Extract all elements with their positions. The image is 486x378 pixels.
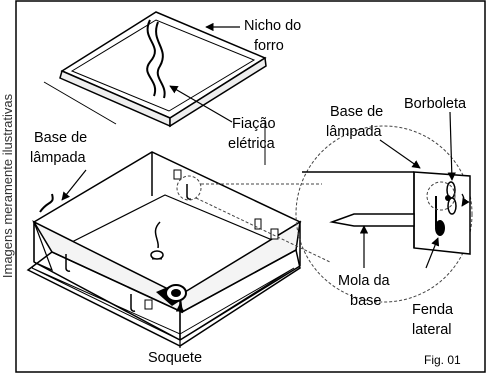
figure-frame xyxy=(15,0,486,373)
ceiling-niche-panel xyxy=(59,11,267,128)
leader-butterfly xyxy=(447,111,456,181)
lamp-base-box xyxy=(26,151,302,347)
figure-label: Fig. 01 xyxy=(424,353,461,367)
side-caption: Imagens meramente ilustrativas xyxy=(0,93,15,278)
label-detail-base-line2: lâmpada xyxy=(326,124,383,140)
leader-slot xyxy=(425,237,440,269)
label-slot-line2: lateral xyxy=(412,322,452,338)
label-lamp-base-line1: Base de xyxy=(34,130,87,146)
leader-lamp-base-detail xyxy=(379,139,421,169)
leader-lamp-base xyxy=(61,169,87,201)
socket-icon xyxy=(156,284,187,306)
label-detail-base-line1: Base de xyxy=(330,104,383,120)
label-butterfly: Borboleta xyxy=(404,96,467,112)
label-spring-line1: Mola da xyxy=(338,273,391,289)
label-wiring-line1: Fiação xyxy=(232,116,276,132)
leader-wiring xyxy=(169,85,233,123)
label-spring-line2: base xyxy=(350,293,381,309)
detail-circle xyxy=(295,125,473,303)
label-niche-line2: forro xyxy=(254,38,284,54)
label-niche-line1: Nicho do xyxy=(244,18,301,34)
detail-view xyxy=(302,171,471,255)
label-lamp-base-line2: lâmpada xyxy=(30,150,87,166)
label-slot-line1: Fenda xyxy=(412,302,454,318)
guide-line xyxy=(43,81,117,125)
callout-origin xyxy=(176,175,202,201)
label-socket: Soquete xyxy=(148,350,202,366)
label-wiring-line2: elétrica xyxy=(228,136,276,152)
